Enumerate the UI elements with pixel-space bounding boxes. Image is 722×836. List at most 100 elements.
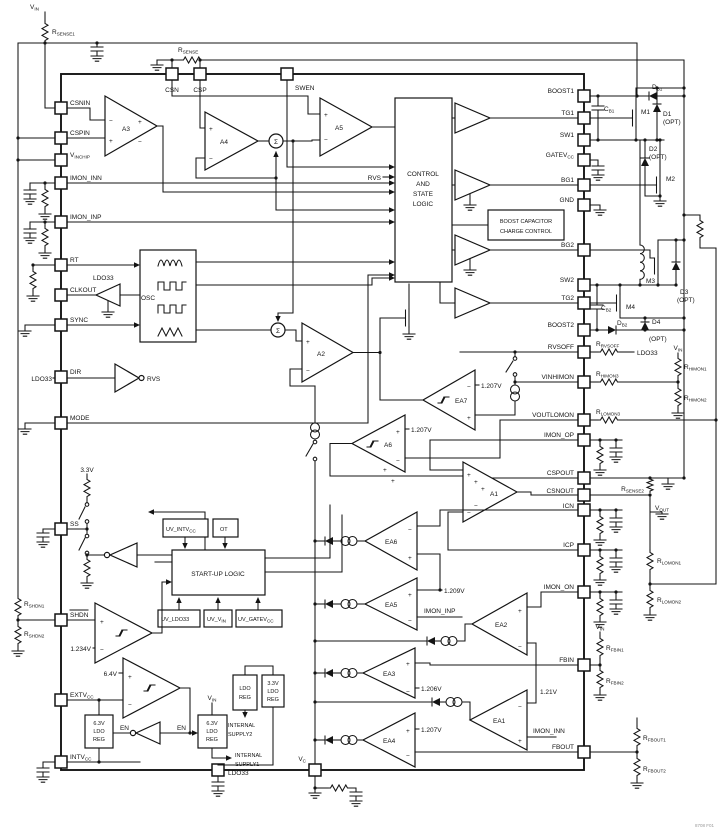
rvs-ctl-label: RVS [368, 175, 382, 182]
ea1-minus: − [518, 704, 522, 711]
ea7-plus: + [467, 415, 471, 422]
imon-op-rc [589, 438, 623, 476]
pin-fbout: FBOUT [552, 744, 574, 751]
ldo33-dir-label: LDO33 [31, 376, 52, 383]
ot-label: OT [220, 527, 228, 533]
uv-intvcc-label: UV_INTVCC [166, 527, 197, 533]
ea5-ref: 1.209V [444, 588, 465, 595]
ea7-minus: − [467, 384, 471, 391]
rvs-dir-label: RVS [147, 376, 161, 383]
ldo33-rvsoff-label: LDO33 [637, 350, 658, 357]
ea4-label: EA4 [383, 738, 396, 745]
a4-minus: − [209, 156, 213, 163]
pin-boost2: BOOST2 [548, 322, 575, 329]
figure-number: 8708 F01 [695, 823, 715, 828]
pin-mode: MODE [70, 415, 90, 422]
osc-label: OSC [141, 295, 155, 302]
pin-boost1: BOOST1 [548, 88, 575, 95]
supply1-line1: INTERNAL [235, 753, 262, 759]
a2-minus: − [306, 368, 310, 375]
ldo-left-3: REG [93, 737, 105, 743]
top-external: VIN RSENSE1 RSENSE [17, 4, 685, 597]
a1-amp: + + + − − A1 [416, 460, 579, 551]
pin-csnin: CSNIN [70, 100, 91, 107]
cb1-label: CB1 [604, 106, 615, 114]
pin-sync: SYNC [70, 317, 88, 324]
bottom-external [211, 775, 363, 807]
ss-33v-label: 3.3V [80, 467, 94, 474]
a3-out-minus: − [138, 139, 142, 146]
a3-in-plus: + [109, 138, 113, 145]
rfbout2-label: RFBOUT2 [643, 766, 666, 774]
pin-rt: RT [70, 257, 79, 264]
square-waveform2-icon [157, 304, 187, 314]
ea2-minus: − [518, 644, 522, 651]
a5-minus: − [324, 137, 328, 144]
ea7-a6: EA7 − + 1.207V A6 + − 1.207V + + [329, 368, 502, 485]
rshdn1-label: RSHDN1 [24, 601, 45, 609]
pin-bg1: BG1 [561, 177, 574, 184]
rhimon1-label: RHIMON1 [684, 364, 707, 372]
rfbin1-label: RFBIN1 [606, 645, 624, 653]
control-state-logic: CONTROL AND STATE LOGIC RVS [66, 97, 453, 424]
pin-imon-op: IMON_OP [544, 432, 574, 439]
imon-inp-net-label: IMON_INP [424, 608, 455, 615]
shdn-comparator: + − 1.234V [66, 579, 172, 664]
extvcc-comparator: + − 6.4V EN EN [66, 657, 198, 745]
db2-label: DB2 [617, 320, 628, 328]
d1-opt-label: (OPT) [663, 119, 681, 126]
a4-label: A4 [220, 139, 228, 146]
ldo-right-3: REG [206, 737, 218, 743]
a1-plus1: + [467, 472, 471, 479]
a2-label: A2 [317, 351, 325, 358]
pin-imon-on: IMON_ON [544, 584, 575, 591]
rlomon2-label: RLOMON2 [657, 597, 682, 605]
a3-label: A3 [122, 126, 130, 133]
pin-imon-inn: IMON_INN [70, 175, 102, 182]
d3-label: D3 [680, 289, 689, 296]
pin-rvsoff: RVSOFF [548, 344, 574, 351]
pin-icn: ICN [563, 503, 575, 510]
monitor-external: RRVSOFF LDO33 VIN RHIMON1 RHIMON2 RHIMON… [589, 341, 717, 789]
ldo-left-1: 6.3V [93, 721, 105, 727]
d1-label: D1 [663, 111, 672, 118]
ea6-label: EA6 [385, 539, 398, 546]
chip-outline [60, 73, 585, 771]
pin-clkout: CLKOUT [70, 287, 96, 294]
rlomon3-label: RLOMON3 [596, 409, 621, 417]
modulator: Σ + − A2 [270, 140, 416, 401]
rsense2-label: RSENSE2 [621, 486, 644, 494]
a5-plus: + [324, 112, 328, 119]
d2-opt-label: (OPT) [649, 154, 667, 161]
ctl-line1: CONTROL [407, 171, 439, 178]
power-stage-external: DB1 CB1 M1 D1 (OPT) M2 D2 (OPT) M3 D3 (O… [589, 84, 718, 585]
vin-fbin-label: VIN [596, 624, 605, 632]
m4-label: M4 [626, 304, 635, 311]
startup-section: 3.3V START-UP LOGIC UV_INTVCC OT UV_LDO3… [66, 467, 343, 628]
ctl-line2: AND [416, 181, 430, 188]
startup-logic-label: START-UP LOGIC [191, 571, 245, 578]
pin-tg1: TG1 [561, 110, 574, 117]
triangle-waveform-icon [157, 326, 183, 338]
ldo-section: 6.3V LDO REG 6.3V LDO REG VIN INTERNAL S… [66, 665, 285, 768]
cb2-label: CB2 [601, 305, 612, 313]
pin-voutlomon: VOUTLOMON [532, 412, 574, 419]
rshdn2-label: RSHDN2 [24, 631, 45, 639]
ldo-reg-2: REG [239, 695, 251, 701]
supply2-line1: INTERNAL [228, 723, 255, 729]
shdn-cmp-plus: + [100, 619, 104, 626]
pin-vinchip: VINCHIP [70, 152, 90, 160]
rsense1-label: RSENSE1 [52, 29, 75, 37]
a4-plus: + [209, 126, 213, 133]
ldo-right-2: LDO [206, 729, 218, 735]
pin-imon-inp: IMON_INP [70, 214, 101, 221]
extvcc-ref: 6.4V [104, 671, 118, 678]
ea1-plus: + [518, 738, 522, 745]
pin-cspout: CSPOUT [547, 470, 574, 477]
pin-sw2: SW2 [560, 277, 574, 284]
en-right-label: EN [177, 725, 186, 732]
pin-fbin: FBIN [559, 657, 574, 664]
ctl-line4: LOGIC [413, 201, 434, 208]
pin-vinhimon: VINHIMON [542, 374, 575, 381]
shdn-ref: 1.234V [70, 646, 91, 653]
